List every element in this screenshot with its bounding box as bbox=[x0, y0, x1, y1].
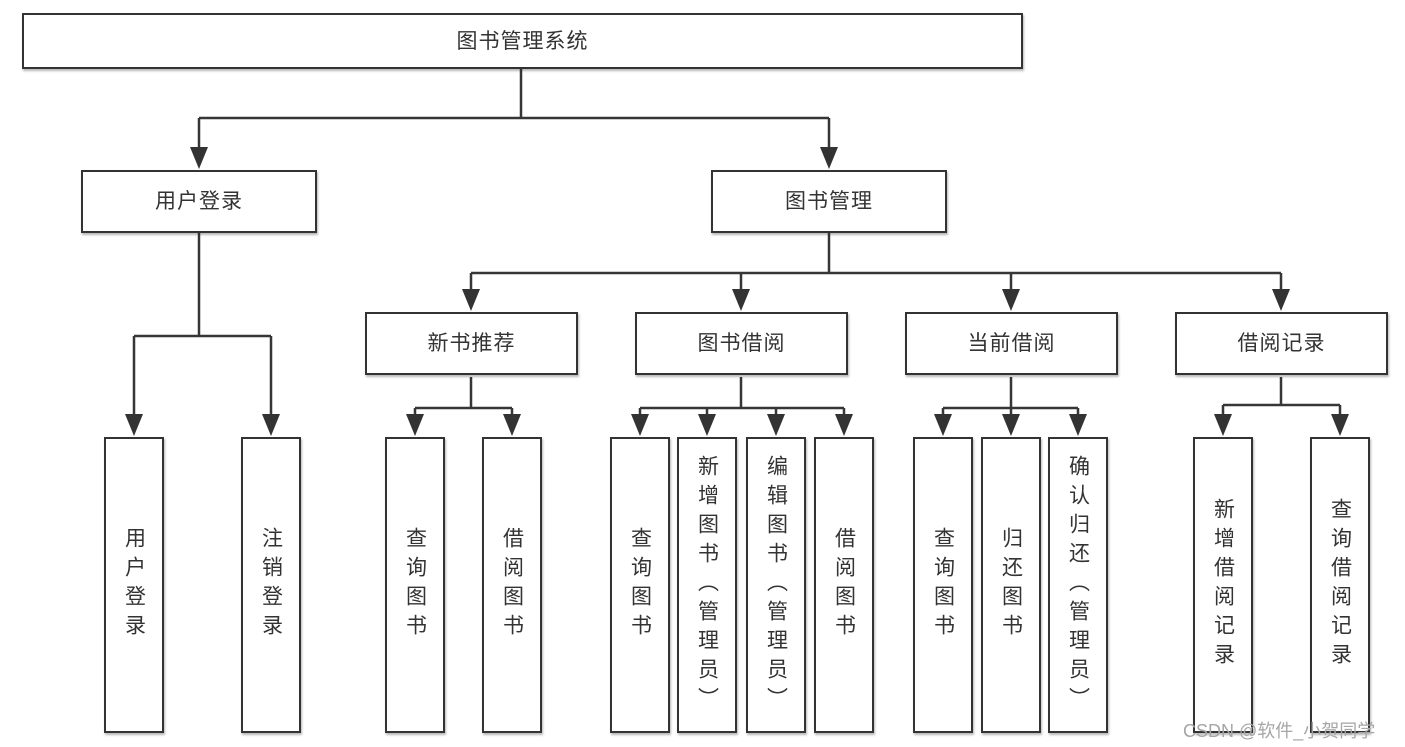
leaf-query-books-current: 查询图书 bbox=[913, 437, 973, 733]
leaf-label: 查询图书 bbox=[403, 527, 427, 643]
node-label: 新书推荐 bbox=[427, 332, 516, 355]
leaf-label: 借阅图书 bbox=[500, 527, 524, 643]
node-user-login: 用户登录 bbox=[81, 170, 317, 233]
leaf-query-books-borrow: 查询图书 bbox=[610, 437, 670, 733]
leaf-return-books: 归还图书 bbox=[981, 437, 1041, 733]
leaf-label: 查询图书 bbox=[628, 527, 652, 643]
node-label: 借阅记录 bbox=[1237, 332, 1326, 355]
leaf-logout: 注销登录 bbox=[241, 437, 301, 733]
connector-book-management-to-level3 bbox=[469, 233, 1283, 295]
node-library-management-system: 图书管理系统 bbox=[22, 13, 1023, 69]
node-current-borrowing: 当前借阅 bbox=[905, 312, 1118, 375]
node-label: 图书管理系统 bbox=[456, 29, 589, 53]
leaf-borrow-books-recommend: 借阅图书 bbox=[482, 437, 542, 733]
node-label: 当前借阅 bbox=[967, 332, 1056, 355]
node-book-management: 图书管理 bbox=[711, 170, 947, 233]
node-book-borrowing: 图书借阅 bbox=[635, 312, 848, 375]
leaf-edit-books-admin: 编辑图书（管理员） bbox=[746, 437, 806, 733]
node-label: 图书借阅 bbox=[697, 332, 786, 355]
leaf-label: 编辑图书（管理员） bbox=[764, 454, 788, 716]
connector-borrow-records-group bbox=[1221, 377, 1342, 420]
leaf-label: 查询图书 bbox=[931, 527, 955, 643]
leaf-borrow-books: 借阅图书 bbox=[814, 437, 874, 733]
leaf-query-books-recommend: 查询图书 bbox=[385, 437, 445, 733]
arrowheads bbox=[125, 147, 1349, 436]
node-borrowing-records: 借阅记录 bbox=[1175, 312, 1388, 375]
node-label: 图书管理 bbox=[785, 190, 873, 213]
connector-root-to-level2 bbox=[197, 69, 831, 153]
csdn-watermark: CSDN @软件_小贺同学 bbox=[1183, 721, 1376, 741]
connector-book-borrow-group bbox=[638, 377, 846, 420]
connector-current-borrow-group bbox=[941, 377, 1080, 420]
node-new-book-recommendation: 新书推荐 bbox=[365, 312, 578, 375]
leaf-label: 注销登录 bbox=[259, 527, 283, 643]
leaf-label: 新增图书（管理员） bbox=[695, 454, 719, 716]
leaf-add-borrow-record: 新增借阅记录 bbox=[1193, 437, 1253, 733]
connector-new-book-group bbox=[413, 377, 514, 420]
leaf-label: 新增借阅记录 bbox=[1211, 498, 1235, 672]
leaf-add-books-admin: 新增图书（管理员） bbox=[677, 437, 737, 733]
connector-user-login-group bbox=[132, 233, 273, 420]
leaf-user-login: 用户登录 bbox=[104, 437, 164, 733]
node-label: 用户登录 bbox=[155, 190, 243, 213]
leaf-query-borrow-record: 查询借阅记录 bbox=[1310, 437, 1370, 733]
leaf-confirm-return-admin: 确认归还（管理员） bbox=[1048, 437, 1108, 733]
leaf-label: 归还图书 bbox=[999, 527, 1023, 643]
leaf-label: 查询借阅记录 bbox=[1328, 498, 1352, 672]
leaf-label: 用户登录 bbox=[122, 527, 146, 643]
leaf-label: 借阅图书 bbox=[832, 527, 856, 643]
leaf-label: 确认归还（管理员） bbox=[1066, 454, 1090, 716]
